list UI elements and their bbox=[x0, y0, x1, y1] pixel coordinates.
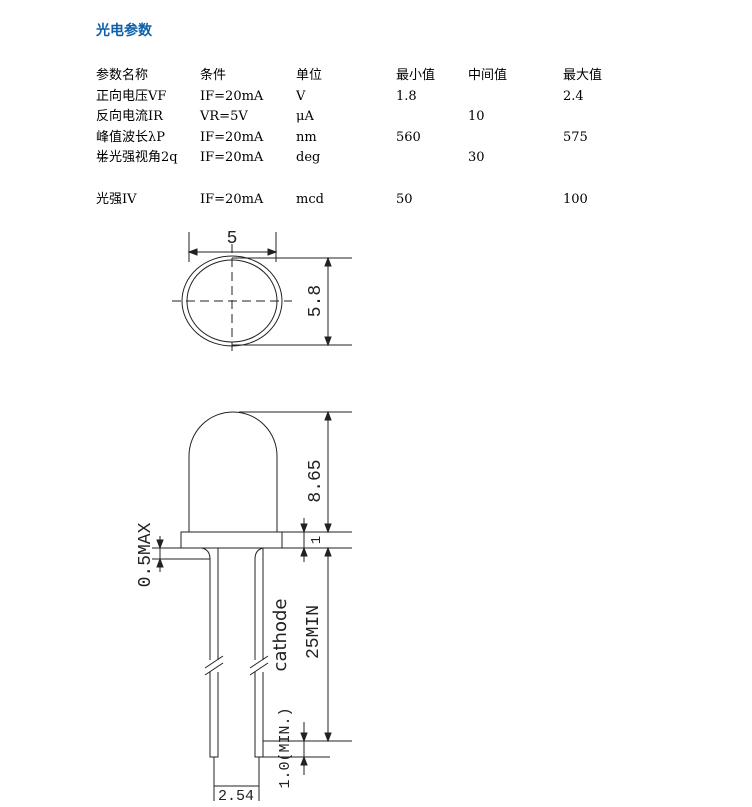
dim-lead-length: 25MIN bbox=[304, 605, 324, 659]
dim-lead-pitch: 2.54 bbox=[218, 788, 254, 805]
cell-param: 正向电压VF bbox=[96, 88, 167, 104]
cell-param: 光强IV bbox=[96, 191, 137, 207]
dim-top-width: 5 bbox=[227, 229, 238, 249]
cell-max: 2.4 bbox=[563, 88, 584, 104]
cell-unit: nm bbox=[296, 129, 317, 145]
cell-typ: 30 bbox=[468, 150, 485, 166]
cell-unit: mcd bbox=[296, 191, 324, 207]
cell-unit: deg bbox=[296, 150, 321, 166]
header-min: 最小值 bbox=[396, 68, 436, 83]
cell-unit: V bbox=[296, 88, 306, 104]
cell-typ: 10 bbox=[468, 109, 485, 125]
cell-condition: IF=20mA bbox=[200, 191, 264, 207]
cell-condition: VR=5V bbox=[200, 109, 248, 125]
header-unit: 单位 bbox=[296, 68, 323, 83]
header-max: 最大值 bbox=[563, 68, 603, 83]
led-side-view bbox=[152, 410, 352, 801]
section-title: 光电参数 bbox=[96, 23, 152, 39]
cell-condition: IF=20mA bbox=[200, 150, 264, 166]
dim-flange-height: 1 bbox=[309, 536, 325, 544]
dim-flange-max: 0.5MAX bbox=[136, 522, 156, 587]
cell-param: 反向电流IR bbox=[96, 109, 163, 125]
cell-condition: IF=20mA bbox=[200, 129, 264, 145]
cell-param: 峰值波长λP bbox=[96, 129, 165, 145]
dim-top-height: 5.8 bbox=[306, 285, 326, 317]
header-condition: 条件 bbox=[200, 68, 227, 83]
dim-body-height: 8.65 bbox=[306, 459, 326, 502]
cell-min: 50 bbox=[396, 191, 413, 207]
cell-param-wrap: ½ bbox=[96, 151, 108, 166]
led-top-view bbox=[172, 232, 352, 354]
cell-max: 100 bbox=[563, 191, 588, 207]
header-param-name: 参数名称 bbox=[96, 68, 149, 83]
cell-param: 半光强视角2q bbox=[96, 150, 178, 166]
cell-max: 575 bbox=[563, 129, 588, 145]
cathode-label: cathode bbox=[270, 599, 291, 672]
cell-unit: μA bbox=[296, 109, 314, 125]
cell-min: 560 bbox=[396, 129, 421, 145]
cell-condition: IF=20mA bbox=[200, 88, 264, 104]
cell-min: 1.8 bbox=[396, 88, 417, 104]
dim-lead-min: 1.0(MIN.) bbox=[277, 707, 294, 788]
header-typ: 中间值 bbox=[468, 68, 508, 83]
